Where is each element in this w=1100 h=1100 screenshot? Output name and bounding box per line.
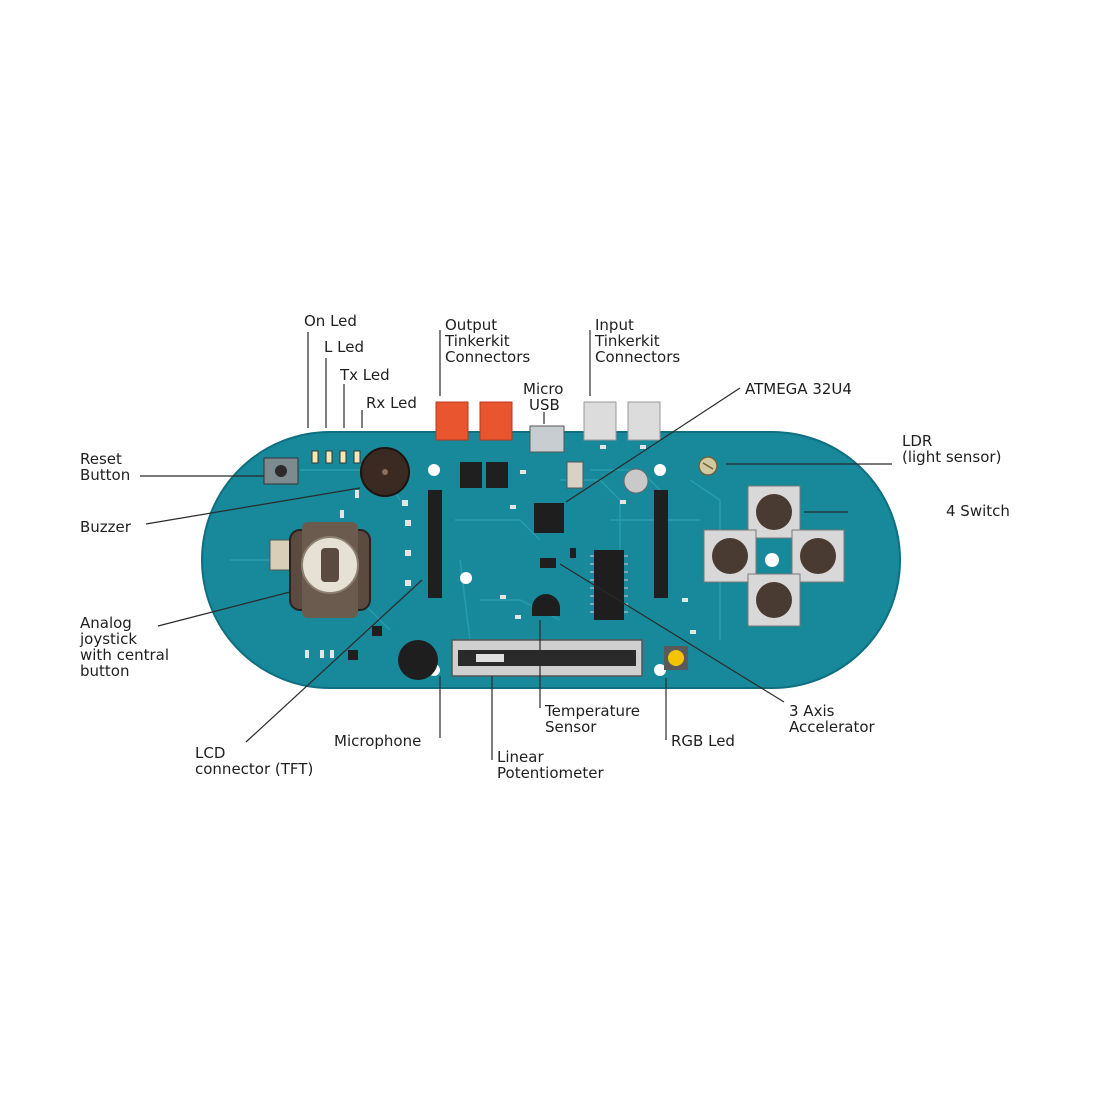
four-switch-component: [703, 485, 845, 627]
rgb-led-component: [664, 646, 688, 670]
temperature-sensor-component: [532, 594, 560, 616]
labels: On Led L Led Tx Led Rx Led Output Tinker…: [79, 312, 1010, 782]
label-input-tinkerkit: Input Tinkerkit Connectors: [594, 316, 680, 366]
label-micro-usb: Micro USB: [523, 380, 568, 414]
label-rgb-led: RGB Led: [671, 732, 735, 750]
label-ldr: LDR (light sensor): [902, 432, 1001, 466]
ldr-component: [698, 456, 718, 476]
accelerometer-chip: [540, 558, 556, 568]
label-tx-led: Tx Led: [339, 366, 390, 384]
joystick-component: [269, 522, 371, 618]
label-microphone: Microphone: [334, 732, 421, 750]
label-output-tinkerkit: Output Tinkerkit Connectors: [444, 316, 530, 366]
label-buzzer: Buzzer: [80, 518, 132, 536]
label-reset-button: Reset Button: [80, 450, 130, 484]
label-linear-potentiometer: Linear Potentiometer: [497, 748, 604, 782]
output-connectors: [435, 401, 513, 441]
label-temperature-sensor: Temperature Sensor: [544, 702, 645, 736]
label-lcd-connector: LCD connector (TFT): [195, 744, 313, 778]
label-on-led: On Led: [304, 312, 357, 330]
lcd-header: [428, 490, 668, 598]
icsp-header: [460, 462, 508, 488]
label-accelerator: 3 Axis Accelerator: [789, 702, 876, 736]
small-components: [305, 445, 696, 660]
microphone-component: [398, 640, 438, 680]
micro-usb-port: [529, 425, 565, 453]
input-connectors: [583, 401, 661, 441]
reset-button-component: [263, 457, 299, 485]
label-rx-led: Rx Led: [366, 394, 417, 412]
linear-potentiometer-component: [451, 639, 643, 677]
esplora-board: [201, 401, 901, 689]
label-analog-joystick: Analog joystick with central button: [79, 614, 174, 680]
label-l-led: L Led: [324, 338, 364, 356]
main-ic: [590, 550, 628, 620]
label-four-switch: 4 Switch: [946, 502, 1010, 520]
capacitor: [623, 468, 649, 494]
label-atmega: ATMEGA 32U4: [745, 380, 852, 398]
leader-lines: [140, 330, 892, 760]
atmega-chip: [534, 503, 564, 533]
status-leds: [311, 450, 361, 464]
